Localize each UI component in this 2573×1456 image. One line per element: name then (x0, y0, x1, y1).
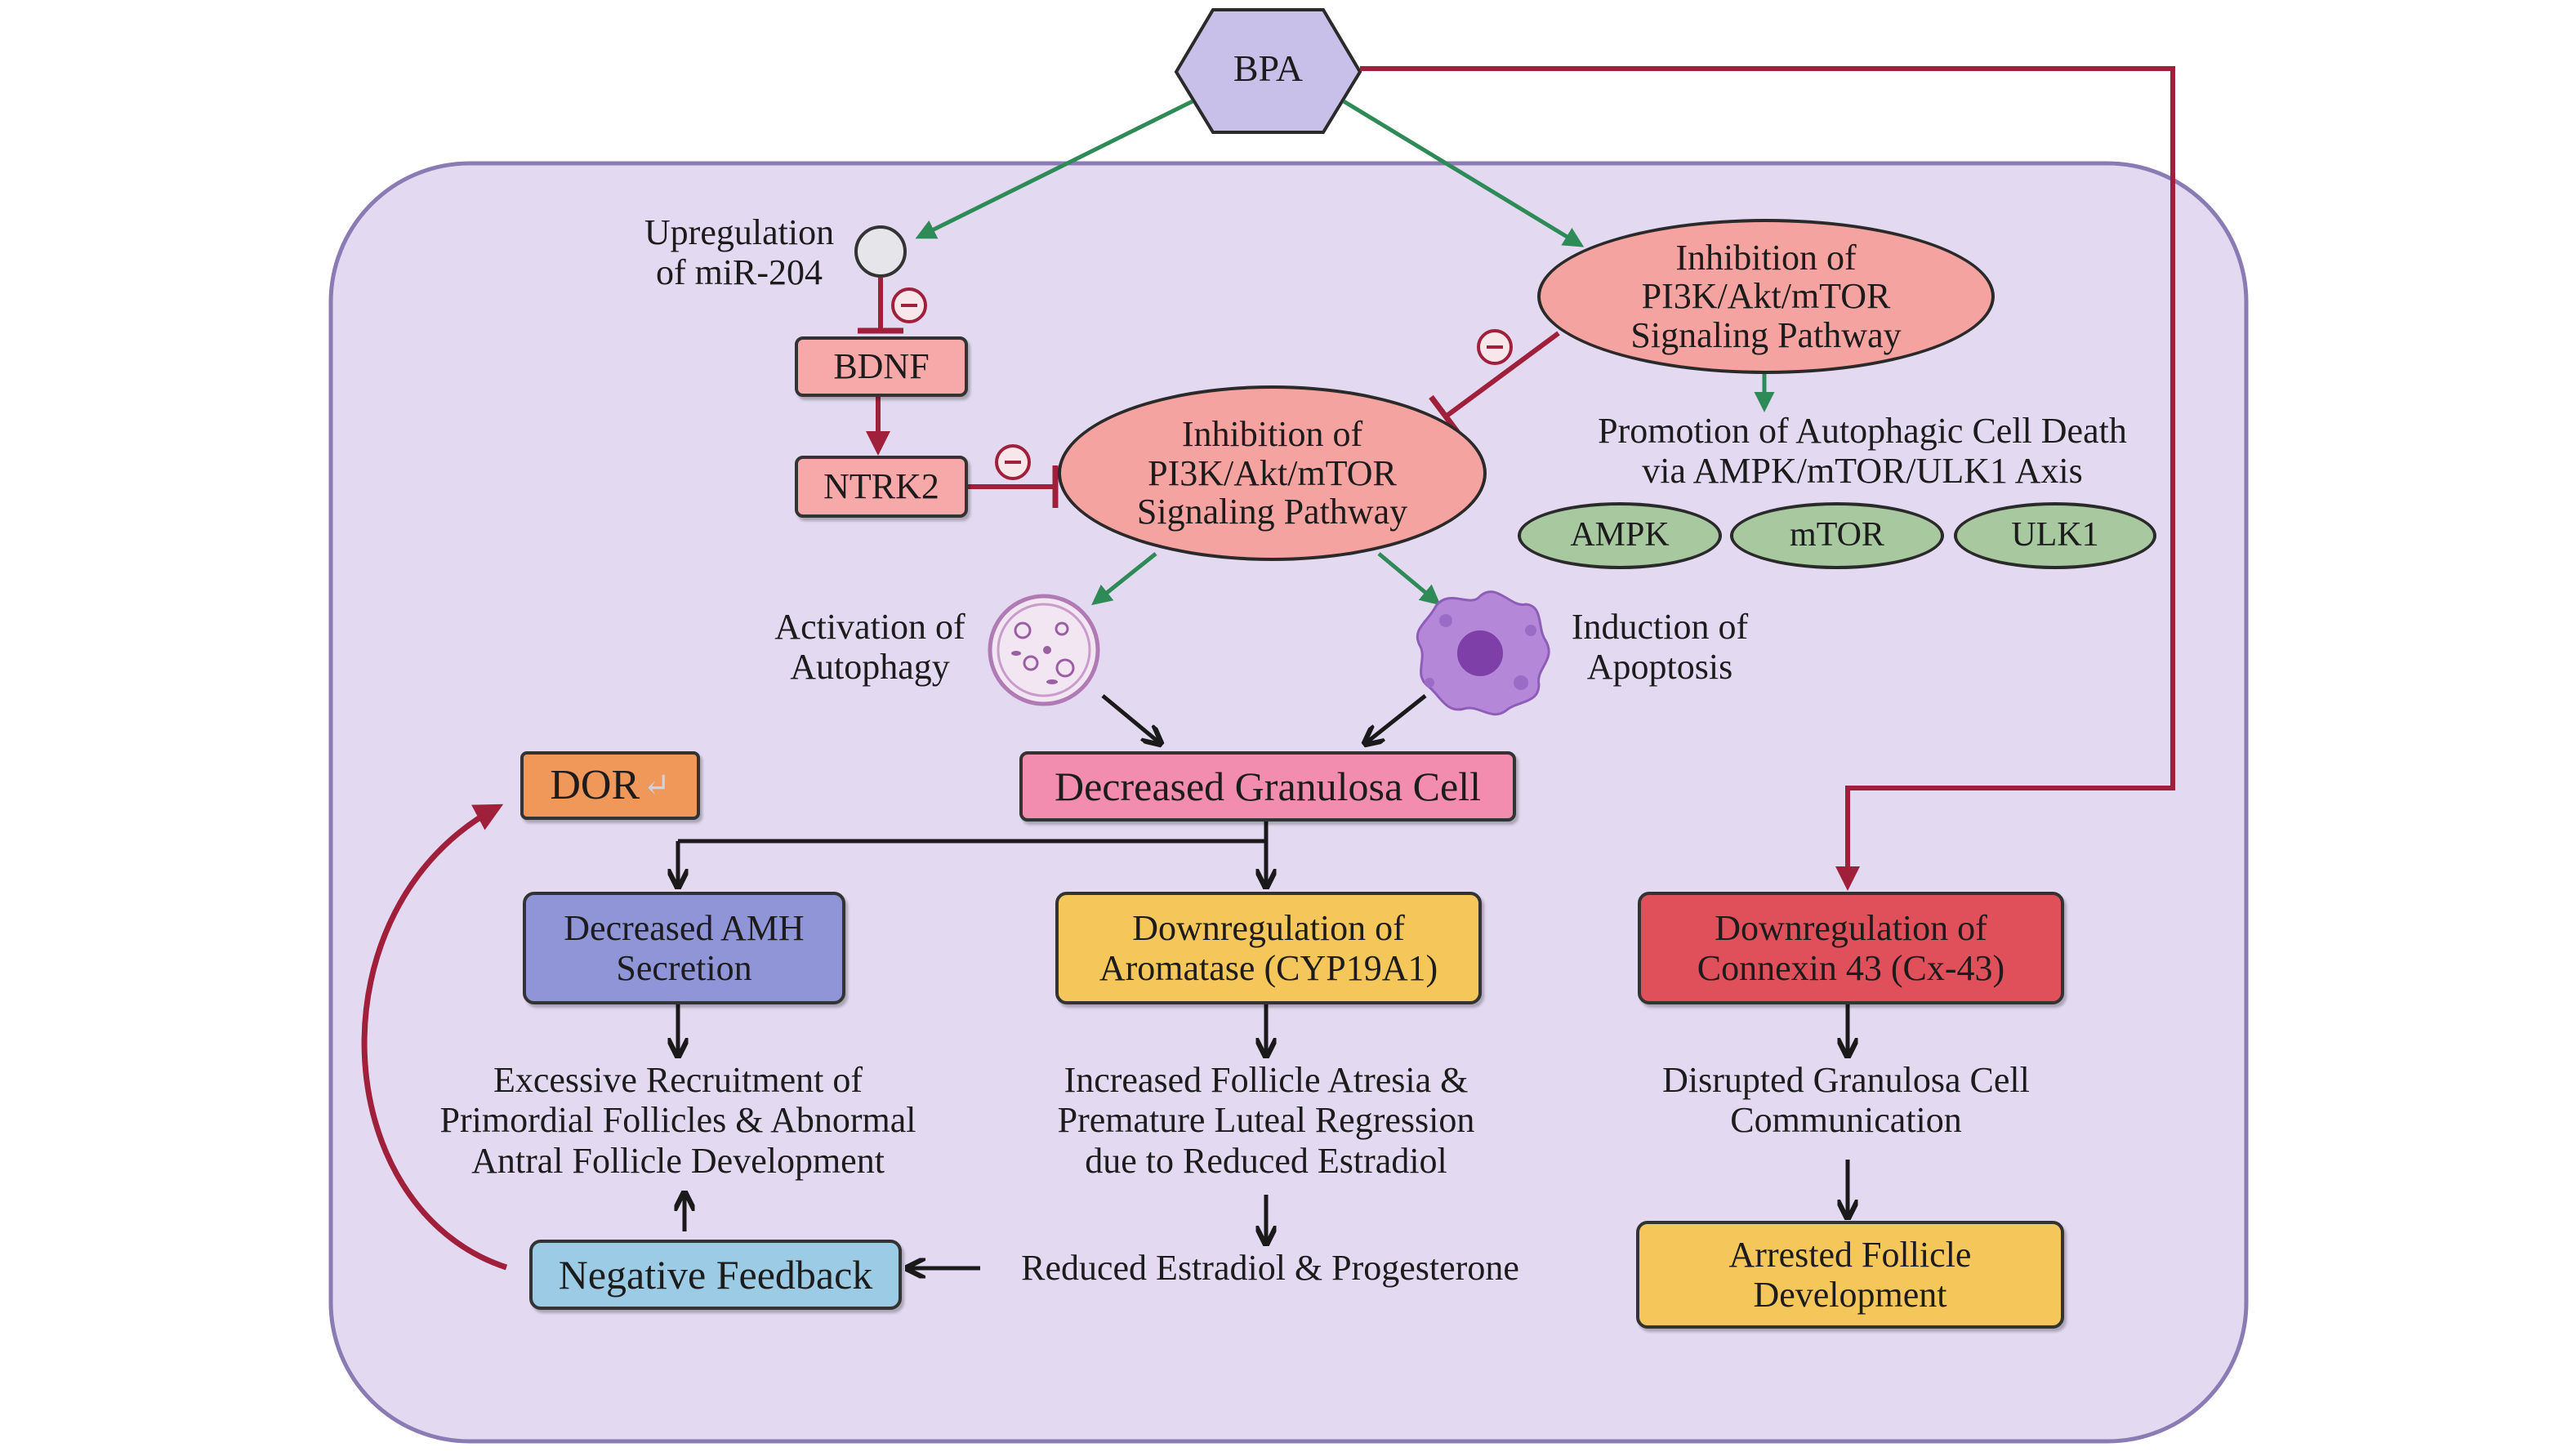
pi3k-top-ellipse: Inhibition of PI3K/Akt/mTOR Signaling Pa… (1537, 219, 1995, 374)
autophagic-death-label: Promotion of Autophagic Cell Death via A… (1598, 411, 2127, 492)
granulosa-box: Decreased Granulosa Cell (1019, 751, 1516, 822)
apoptosis-cell-icon (1416, 590, 1550, 716)
apoptosis-label: Induction of Apoptosis (1571, 607, 1749, 688)
connexin-box: Downregulation of Connexin 43 (Cx-43) (1638, 892, 2064, 1004)
aromatase-box: Downregulation of Aromatase (CYP19A1) (1055, 892, 1482, 1004)
autophagy-to-granulosa-arrow (1101, 694, 1160, 743)
ulk1-ellipse: ULK1 (1954, 502, 2156, 569)
return-mark-icon: ↵ (643, 766, 671, 804)
atresia-label: Increased Follicle Atresia & Premature L… (1057, 1060, 1475, 1181)
mirna-circle-icon (854, 225, 907, 278)
bpa-hexagon (1174, 8, 1362, 134)
autophagy-label: Activation of Autophagy (774, 607, 965, 688)
amh-box: Decreased AMH Secretion (523, 892, 845, 1004)
mir204-label: Upregulation of miR-204 (644, 212, 835, 293)
apoptosis-to-granulosa-arrow (1366, 694, 1427, 743)
pi3k-mid-ellipse: Inhibition of PI3K/Akt/mTOR Signaling Pa… (1058, 385, 1487, 561)
dor-box: DOR↵ (520, 751, 700, 820)
bpa-to-mir204-arrow (915, 99, 1194, 239)
autophagy-cell-icon (988, 594, 1100, 706)
bpa-label: BPA (1233, 47, 1304, 89)
inhibit-symbol-ntrk2 (995, 444, 1031, 480)
ampk-ellipse: AMPK (1518, 502, 1722, 569)
pi3k-mid-to-apoptosis-arrow (1377, 552, 1441, 606)
bpa-to-connexin-arrow (1360, 66, 2175, 891)
ntrk2-box: NTRK2 (795, 456, 968, 518)
bdnf-box: BDNF (795, 336, 968, 397)
estradiol-label: Reduced Estradiol & Progesterone (1021, 1248, 1519, 1288)
pi3k-mid-to-autophagy-arrow (1091, 552, 1157, 606)
recruitment-label: Excessive Recruitment of Primordial Foll… (439, 1060, 916, 1181)
communication-label: Disrupted Granulosa Cell Communication (1662, 1060, 2030, 1141)
pi3k-top-to-mid-inhibit (1444, 331, 1560, 419)
inhibit-symbol-pi3k (1477, 329, 1513, 365)
bpa-to-pi3k-top-arrow (1342, 99, 1585, 247)
dor-label: DOR (550, 761, 640, 808)
feedback-to-dor-arrow (361, 804, 508, 1271)
mtor-ellipse: mTOR (1730, 502, 1944, 569)
negative-feedback-box: Negative Feedback (529, 1240, 902, 1310)
arrested-box: Arrested Follicle Development (1636, 1221, 2064, 1329)
inhibit-symbol-bdnf (891, 287, 927, 323)
